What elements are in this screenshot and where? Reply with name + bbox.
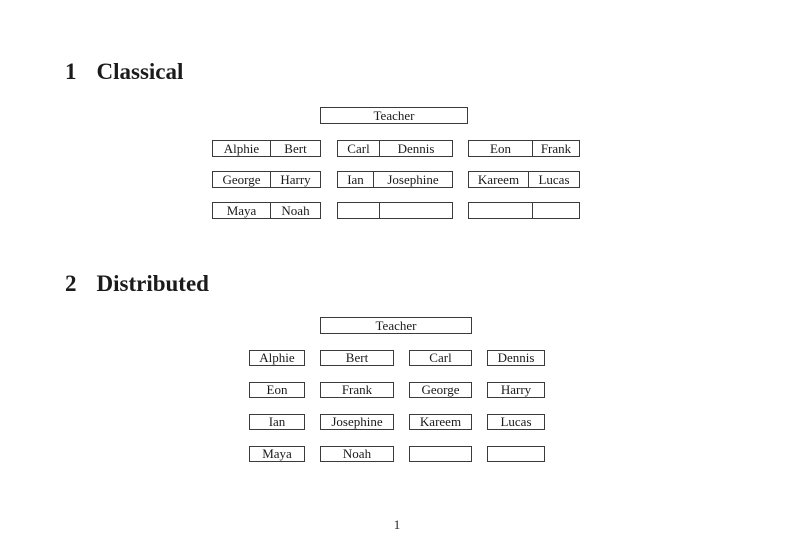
desk [468,202,580,219]
seat-cell: Dennis [397,141,435,156]
section-number: 2 [65,271,77,296]
seat-box: Lucas [487,414,545,430]
seat-cell: Harry [280,172,311,187]
teacher-box: Teacher [320,107,468,124]
seat-cell: Carl [338,141,380,156]
section-title: Distributed [96,271,209,296]
desk: Alphie Bert [212,140,321,157]
seat-box [487,446,545,462]
seat-cell: Frank [540,141,572,156]
desk: Kareem Lucas [468,171,580,188]
desk: George Harry [212,171,321,188]
seat-cell: Lucas [538,172,570,187]
seat-cell [469,203,533,218]
seat-box: Eon [249,382,305,398]
desk: Carl Dennis [337,140,453,157]
seat-cell: Eon [469,141,533,156]
seat-cell: Kareem [469,172,529,187]
section-title: Classical [96,59,184,84]
seat-cell: Bert [284,141,307,156]
section-number: 1 [65,59,77,84]
seat-cell [338,203,380,218]
seat-box: Frank [320,382,394,398]
teacher-label: Teacher [373,108,415,123]
seat-box: George [409,382,472,398]
teacher-box: Teacher [320,317,472,334]
seat-box: Alphie [249,350,305,366]
seat-box: Dennis [487,350,545,366]
seat-box: Maya [249,446,305,462]
seat-box: Bert [320,350,394,366]
section-heading-classical: 1 Classical [65,60,183,83]
seat-cell: Maya [213,203,271,218]
seat-box: Harry [487,382,545,398]
seat-box: Noah [320,446,394,462]
desk [337,202,453,219]
seat-cell: George [213,172,271,187]
seat-box: Ian [249,414,305,430]
seat-box: Kareem [409,414,472,430]
section-heading-distributed: 2 Distributed [65,272,209,295]
seat-cell: Ian [338,172,374,187]
seat-cell: Noah [281,203,310,218]
seat-cell [533,203,579,218]
page-number: 1 [393,517,401,532]
desk: Ian Josephine [337,171,453,188]
seat-box [409,446,472,462]
teacher-label: Teacher [375,318,417,333]
seat-box: Carl [409,350,472,366]
desk: Eon Frank [468,140,580,157]
seat-cell: Alphie [213,141,271,156]
desk: Maya Noah [212,202,321,219]
seat-cell [380,203,452,218]
seat-cell: Josephine [387,172,439,187]
seat-box: Josephine [320,414,394,430]
